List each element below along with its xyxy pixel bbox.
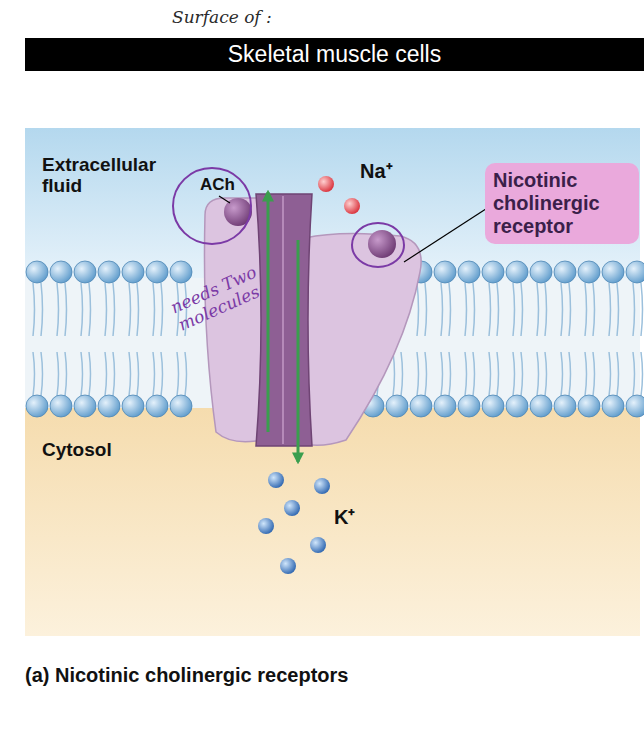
ion-label: Na⁺ bbox=[360, 160, 393, 182]
leader-line bbox=[404, 205, 492, 262]
handwritten-circle bbox=[173, 168, 251, 244]
potassium-ions bbox=[258, 472, 330, 574]
structure-label: Nicotinic cholinergic receptor bbox=[493, 169, 629, 238]
ion-flow-arrow bbox=[297, 240, 300, 462]
title: Skeletal muscle cells bbox=[25, 38, 644, 71]
highlight-label-box: Nicotinic cholinergic receptor bbox=[485, 163, 639, 244]
region-label: Extracellular fluid bbox=[42, 155, 192, 197]
ion-label: K⁺ bbox=[334, 506, 355, 528]
ach-molecule bbox=[368, 230, 396, 258]
caption: (a) Nicotinic cholinergic receptors bbox=[25, 664, 348, 687]
handwritten-note: Surface of : bbox=[172, 8, 272, 27]
receptor-channel bbox=[204, 194, 421, 446]
ion-flow-arrow bbox=[267, 192, 270, 432]
molecule-label: ACh bbox=[200, 176, 235, 195]
title-bar bbox=[25, 38, 644, 71]
sodium-ion bbox=[344, 198, 360, 214]
region-label: Cytosol bbox=[42, 440, 112, 461]
sodium-ion bbox=[318, 176, 334, 192]
leader-line bbox=[219, 196, 230, 203]
handwritten-circle bbox=[352, 223, 404, 267]
